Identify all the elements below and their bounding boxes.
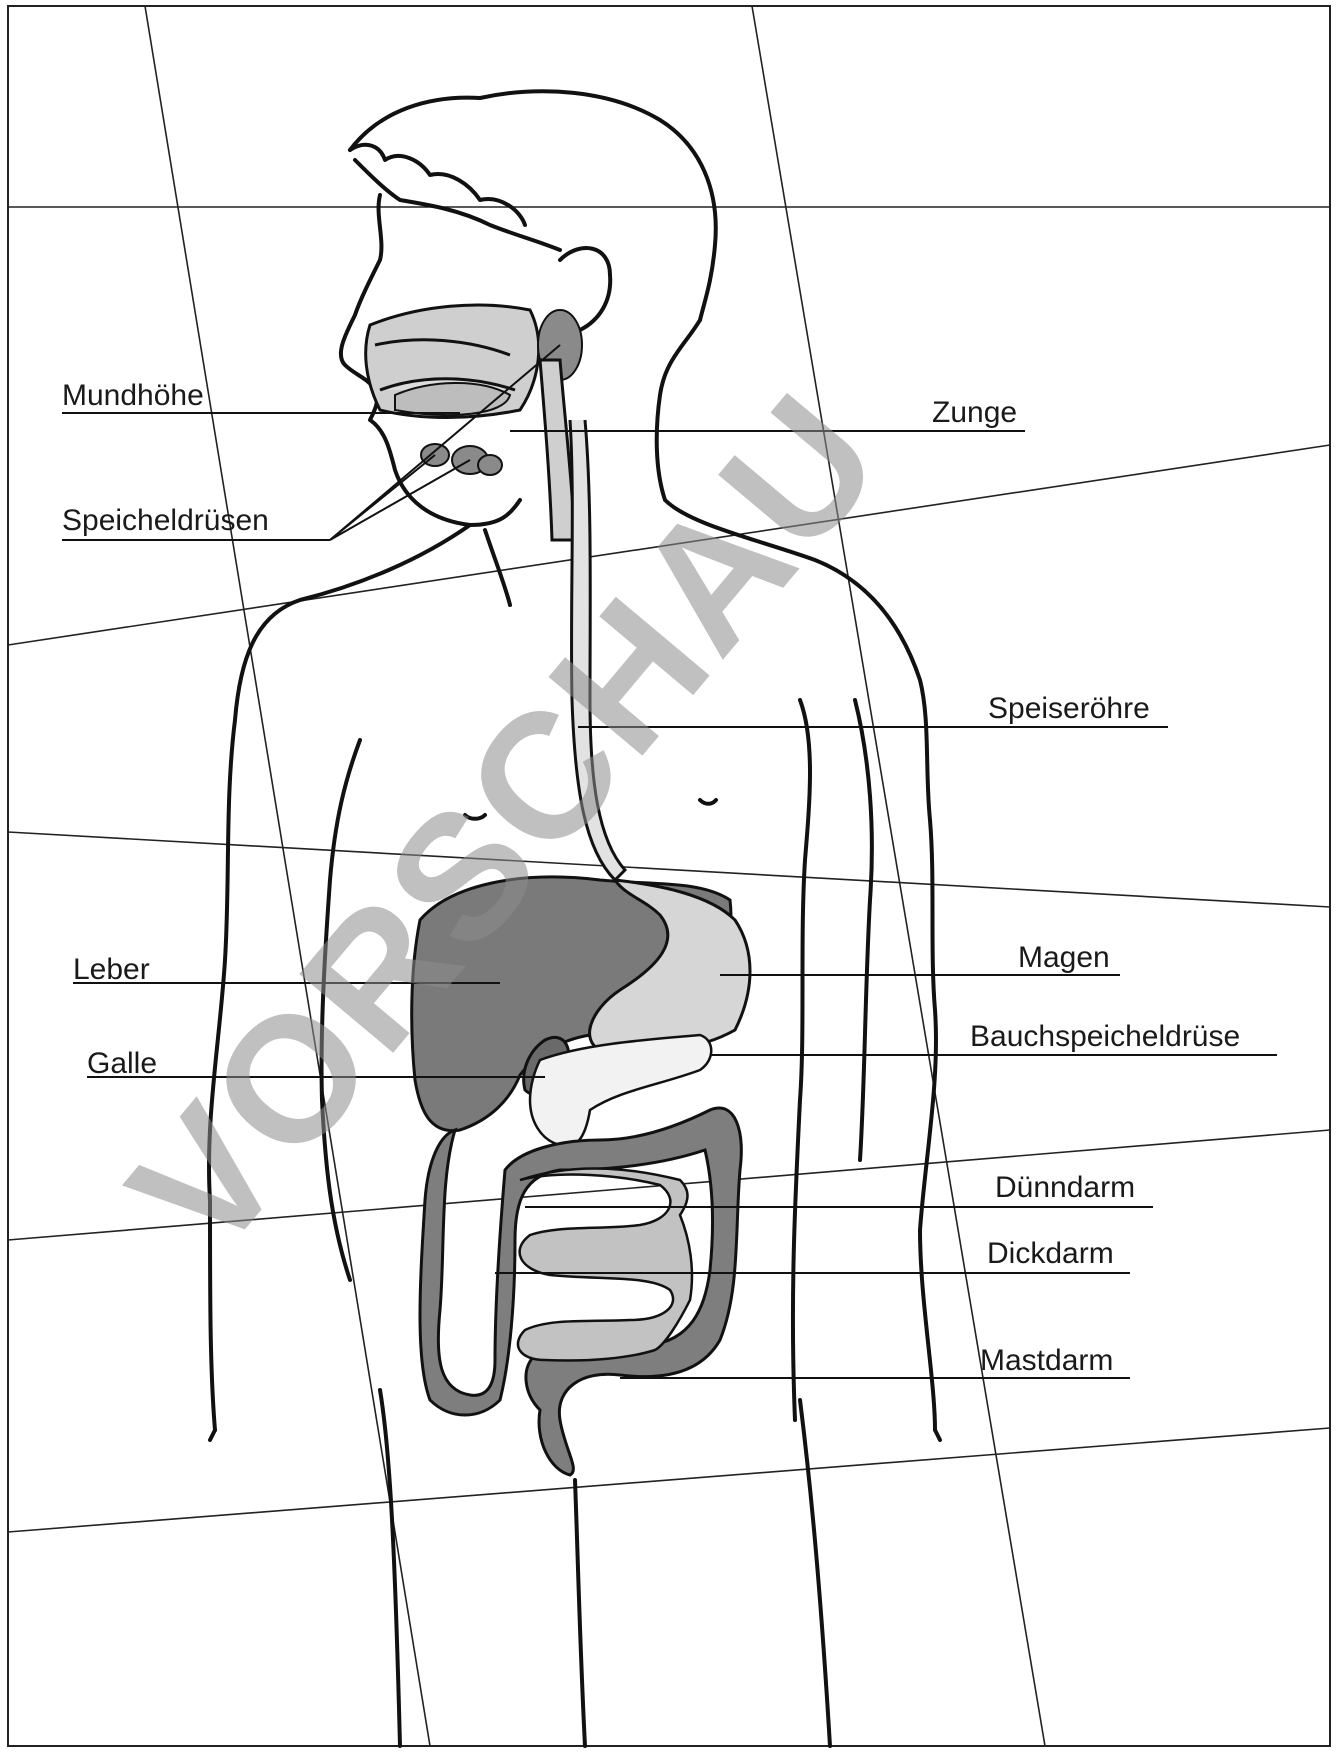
label-duenndarm: Dünndarm: [995, 1173, 1135, 1203]
label-leber: Leber: [73, 955, 150, 985]
label-bauchspeicheldruese: Bauchspeicheldrüse: [970, 1022, 1240, 1052]
label-speiseroehre: Speiseröhre: [988, 694, 1150, 724]
small-intestine: [518, 1168, 692, 1360]
pharynx: [540, 360, 575, 540]
label-magen: Magen: [1018, 943, 1110, 973]
page-border: [8, 6, 1330, 1746]
label-mastdarm: Mastdarm: [980, 1346, 1113, 1376]
label-galle: Galle: [87, 1049, 157, 1079]
label-mundhoehle: Mundhöhe: [62, 381, 204, 411]
large-intestine: [420, 1108, 741, 1475]
puzzle-cut-lines: [8, 6, 1330, 1746]
watermark-text: VORSCHAU: [92, 357, 920, 1290]
label-zunge: Zunge: [932, 398, 1017, 428]
label-dickdarm: Dickdarm: [987, 1239, 1114, 1269]
label-speicheldruesen: Speicheldrüsen: [62, 506, 269, 536]
